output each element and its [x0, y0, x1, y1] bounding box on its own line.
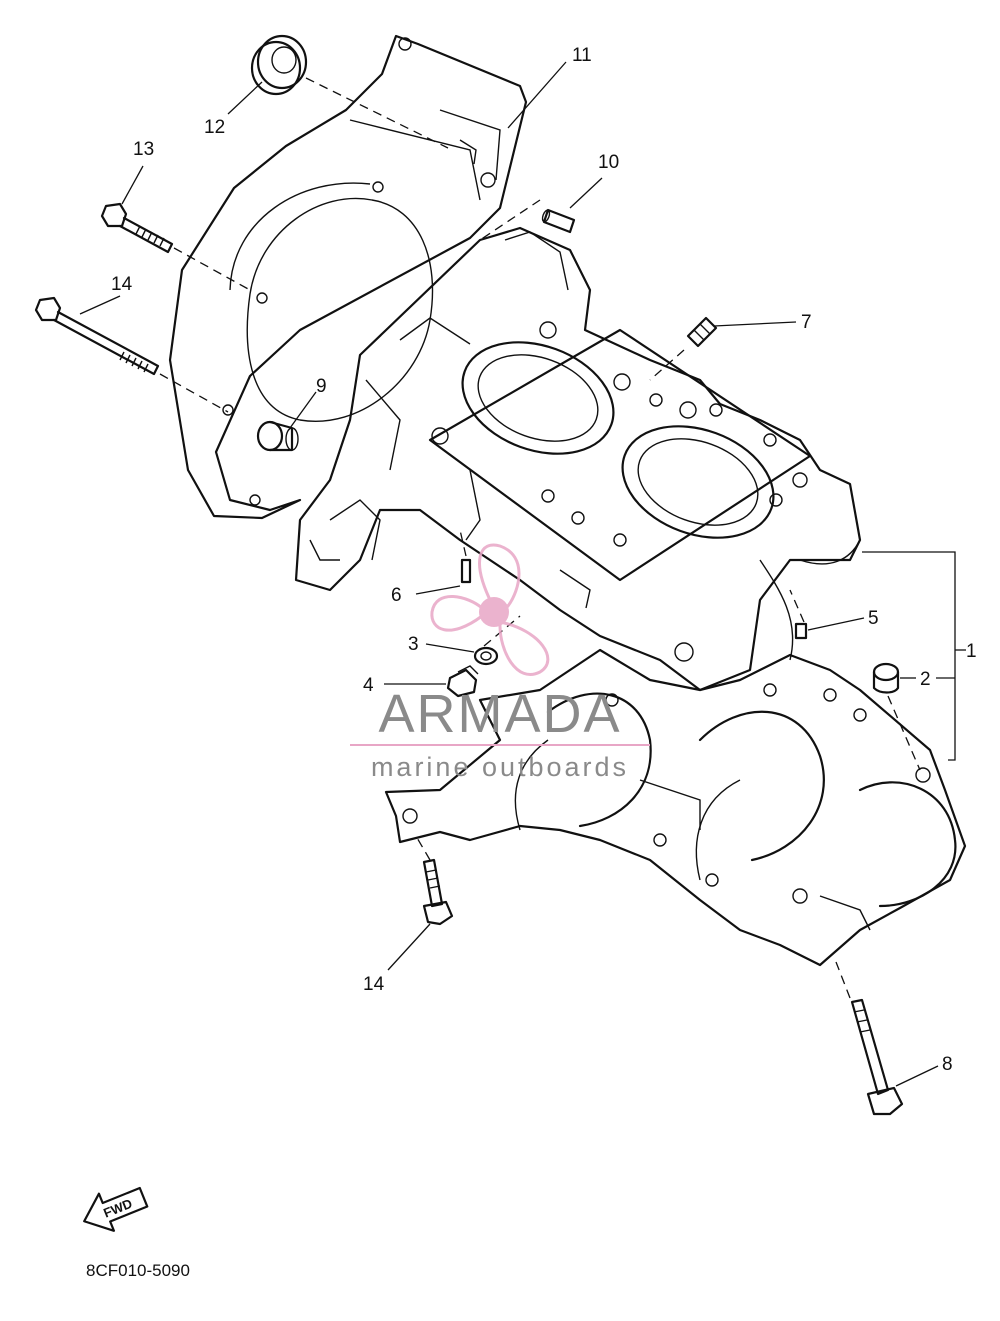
alignment-lines [159, 77, 921, 999]
callout-6: 6 [391, 585, 402, 606]
part-4-plug [446, 665, 479, 698]
watermark-rule [350, 744, 650, 746]
part-13-bolt [100, 202, 174, 254]
callout-labels: 1 2 3 4 5 6 7 8 9 10 11 12 13 14 14 [111, 45, 977, 1075]
armada-watermark: ARMADA marine outboards [350, 543, 650, 782]
callout-12: 12 [204, 117, 225, 138]
callout-4: 4 [363, 675, 374, 696]
callout-7: 7 [801, 312, 812, 333]
part-11-crankcase-cover [168, 34, 528, 520]
part-2-dowel [872, 662, 900, 694]
callout-5: 5 [868, 608, 879, 629]
part-14-long-bolt-upper [34, 296, 160, 376]
part-8-long-bolt [850, 998, 904, 1116]
part-3-washer [473, 646, 499, 666]
part-9-collar [256, 420, 299, 452]
callout-11: 11 [572, 45, 592, 66]
fwd-label: FWD [101, 1196, 134, 1221]
part-10-dowel [541, 208, 576, 234]
part-6-pin [460, 558, 472, 584]
propeller-logo-icon [430, 543, 550, 676]
forward-arrow-icon: FWD [83, 1186, 149, 1232]
watermark-tagline: marine outboards [371, 752, 629, 782]
diagram-code: 8CF010-5090 [86, 1261, 190, 1280]
part-7-stud [686, 316, 718, 348]
callout-13: 13 [133, 139, 154, 160]
callout-1: 1 [966, 641, 977, 662]
callout-2: 2 [920, 669, 931, 690]
callout-14-upper: 14 [111, 274, 133, 295]
part-12-bearing [250, 34, 308, 96]
part-1-upper-crankcase [294, 226, 862, 692]
callout-8: 8 [942, 1054, 953, 1075]
leader-lines [79, 61, 966, 1087]
callout-10: 10 [598, 152, 619, 173]
part-1-lower-crankcase [384, 648, 967, 967]
callout-14-lower: 14 [363, 974, 385, 995]
part-5-pin [794, 622, 808, 640]
part-14-bolt-lower [422, 858, 454, 926]
callout-9: 9 [316, 376, 327, 397]
watermark-brand: ARMADA [378, 684, 621, 744]
callout-3: 3 [408, 634, 419, 655]
